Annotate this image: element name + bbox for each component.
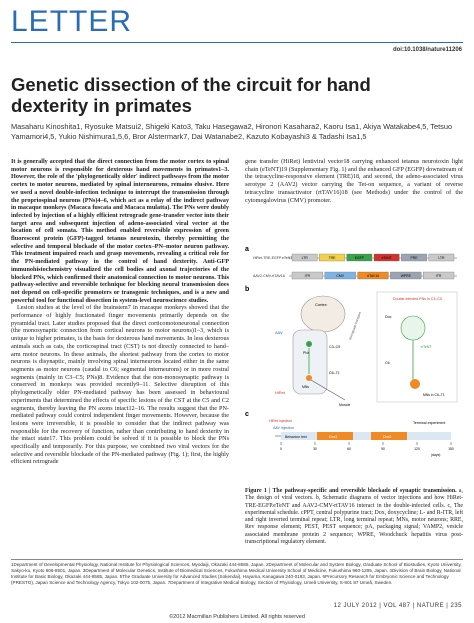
- aav-construct: ITR CMV rtTAV16 WPRE ITR: [291, 271, 455, 280]
- behaviour-bar: [281, 432, 451, 440]
- panel-b-label: b: [245, 286, 249, 293]
- caption-label: Figure 1 | The pathway-specific and reve…: [245, 488, 457, 494]
- timeline-tick-label: 0: [280, 447, 282, 451]
- hiret-construct: LTR TRE EGFP eTeNT PRE LTR: [291, 253, 455, 262]
- pn-cell: [306, 341, 312, 347]
- affiliations: 1Department of Developmental Physiology,…: [11, 562, 462, 585]
- hiret-injection-timeline: HiRet injection: [269, 419, 292, 423]
- cortex-label: Cortex: [315, 302, 327, 307]
- c6t1-label: C6–T1: [329, 371, 340, 375]
- timeline-tick-label: 120: [414, 447, 420, 451]
- left-column: It is generally accepted that the direct…: [11, 158, 229, 466]
- inset-box: [376, 291, 458, 403]
- terminal-experiment-label: Terminal experiment: [413, 421, 445, 425]
- mn-label: MNs: [302, 385, 309, 389]
- panel-a-label: a: [245, 246, 249, 253]
- construct-element: [319, 253, 345, 262]
- construct-element-label: ITR: [305, 274, 311, 278]
- panel-c-label: c: [245, 411, 249, 418]
- timeline-axis-unit: (days): [431, 453, 440, 457]
- construct-element: [357, 271, 389, 280]
- dox1-bar: [317, 432, 353, 440]
- construct-element: [324, 271, 356, 280]
- c3c5-label: C3–C5: [329, 345, 340, 349]
- spinal-cord-shape: [292, 329, 328, 395]
- mn-cell: [306, 375, 312, 381]
- construct-element: [401, 253, 427, 262]
- timeline-ticks: 0 30 60 90 120 150: [280, 442, 454, 451]
- section-label: LETTER: [11, 5, 133, 38]
- construct-element-label: ITR: [436, 274, 442, 278]
- body-paragraph: Lesion studies at the level of the brain…: [11, 304, 229, 466]
- figure-1: a HiRet-TRE-EGFP.eTeNT LTR TRE EGFP eTeNT PR…: [245, 246, 458, 457]
- aav-injection-label: AAV: [275, 330, 283, 335]
- header-rule: [11, 42, 463, 43]
- timeline-tick-label: 90: [381, 447, 385, 451]
- body-paragraph: gene transfer (HiRet) lentiviral vector1…: [245, 158, 463, 204]
- construct-element: [390, 271, 422, 280]
- figure-caption: Figure 1 | The pathway-specific and reve…: [245, 488, 463, 546]
- construct-element: [428, 253, 455, 262]
- dox1-label: Dox1: [329, 435, 337, 439]
- construct-element: [373, 253, 400, 262]
- inset-mn-cell: [410, 379, 420, 389]
- construct-element-label: EGFP: [355, 256, 365, 260]
- etent-label: eTeNT: [421, 345, 432, 349]
- construct-element-label: LTR: [302, 256, 309, 260]
- paper-title: Genetic dissection of the circuit for ha…: [11, 74, 371, 116]
- dox-label: Dox: [385, 315, 392, 319]
- timeline-tick-label: 60: [347, 447, 351, 451]
- author-list: Masaharu Kinoshita1, Ryosuke Matsui2, Sh…: [11, 122, 453, 141]
- behaviour-label: Behaviour test: [285, 435, 307, 439]
- inset-pn-cell: [400, 315, 426, 341]
- construct-element-label: eTeNT: [382, 256, 392, 260]
- hiret-injection-label: HiRet: [275, 390, 286, 395]
- retrograde-label: Retrograde transport: [348, 311, 362, 340]
- abstract: It is generally accepted that the direct…: [11, 158, 229, 304]
- hiret-construct-label: HiRet-TRE-EGFP.eTeNT: [253, 256, 293, 260]
- construct-element: [346, 253, 373, 262]
- timeline-tick-label: 30: [313, 447, 317, 451]
- construct-element-label: rtTAV16: [367, 274, 379, 278]
- copyright: ©2012 Macmillan Publishers Limited. All …: [169, 614, 305, 620]
- pn-label: PNs: [303, 351, 310, 355]
- right-column: gene transfer (HiRet) lentiviral vector1…: [245, 158, 463, 204]
- mn-axon: [310, 379, 346, 401]
- construct-element-label: TRE: [329, 256, 337, 260]
- footnote-rule: [11, 559, 463, 560]
- construct-element-label: CMV: [336, 274, 344, 278]
- construct-element-label: PRE: [411, 256, 419, 260]
- dox2-label: Dox2: [383, 435, 391, 439]
- caption-text: a, The design of viral vectors. b, Schem…: [245, 488, 463, 546]
- doi: doi:10.1038/nature11206: [392, 47, 462, 53]
- timeline-tick-label: 150: [448, 447, 454, 451]
- page-footer: 12 JULY 2012 | VOL 487 | NATURE | 235: [333, 603, 462, 609]
- construct-element-label: LTR: [438, 256, 445, 260]
- construct-element: [291, 253, 318, 262]
- construct-element-label: WPRE: [401, 274, 412, 278]
- construct-element: [423, 271, 455, 280]
- c6-label: C6: [385, 361, 390, 365]
- c6t1-mns-label: MNs in C6–T1: [423, 393, 445, 397]
- construct-element: [291, 271, 323, 280]
- aav-injection-timeline: AAV injection: [273, 426, 294, 430]
- double-infected-label: Double-infected PNs in C3–C5: [393, 297, 442, 301]
- aav-construct-label: AAV2-CMV-rtTAV16: [253, 274, 285, 278]
- dox2-bar: [371, 432, 407, 440]
- muscle-label: Muscle: [339, 403, 350, 407]
